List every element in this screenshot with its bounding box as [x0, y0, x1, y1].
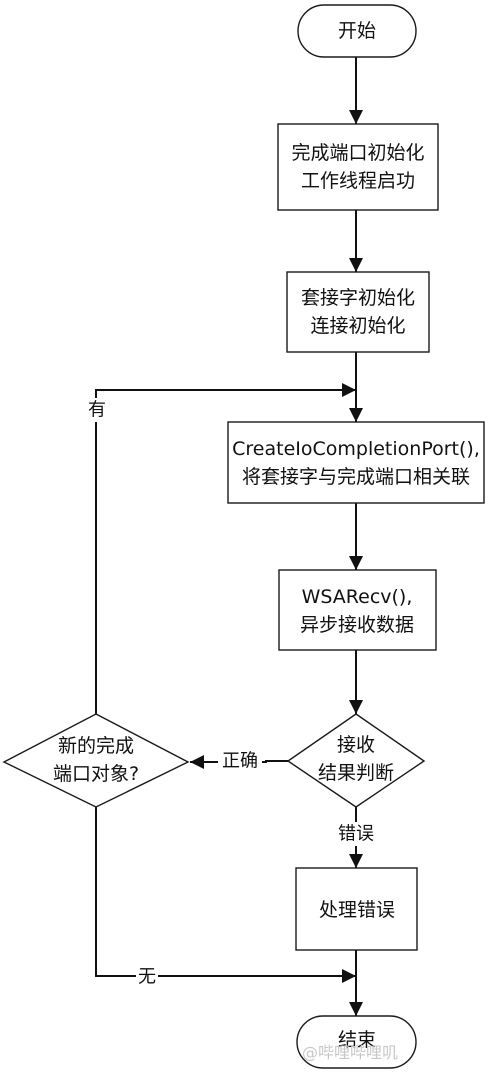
init-port-box	[277, 123, 439, 211]
watermark: @哔哩哔哩叽	[302, 1043, 398, 1062]
edge-label-correct: 正确	[222, 751, 258, 772]
edge-label-error-bg	[334, 822, 378, 846]
create-port-box	[227, 421, 485, 504]
start-label: 开始	[338, 20, 376, 42]
init-socket-label-2: 连接初始化	[310, 315, 405, 337]
new-port-decision	[2, 713, 190, 808]
recv-check-label-1: 接收	[337, 734, 375, 756]
edge-new-port-no-to-end	[95, 807, 356, 983]
init-port-label-1: 完成端口初始化	[291, 142, 424, 164]
edge-label-yes-bg	[86, 398, 108, 422]
handle-error-label: 处理错误	[319, 899, 395, 921]
end-node	[296, 1015, 417, 1069]
new-port-label-2: 端口对象?	[53, 763, 139, 785]
create-port-label-1: CreateIoCompletionPort(),	[232, 438, 480, 460]
recv-check-label-2: 结果判断	[318, 762, 394, 784]
end-label: 结束	[338, 1029, 376, 1051]
init-socket-box	[286, 271, 430, 353]
new-port-label-1: 新的完成	[58, 735, 134, 757]
handle-error-box	[295, 867, 418, 951]
wsarecv-label-1: WSARecv(),	[302, 586, 413, 608]
wsarecv-box	[278, 569, 437, 651]
edge-label-yes: 有	[88, 400, 106, 421]
init-port-label-2: 工作线程启功	[301, 170, 415, 192]
edge-new-port-yes-loop	[95, 383, 356, 714]
recv-check-decision	[286, 713, 426, 808]
wsarecv-label-2: 异步接收数据	[300, 614, 414, 636]
edge-label-correct-bg	[218, 749, 262, 773]
start-node	[297, 4, 417, 58]
init-socket-label-1: 套接字初始化	[301, 287, 415, 309]
edge-label-no-bg	[136, 965, 158, 989]
edge-label-no: 无	[138, 967, 156, 988]
create-port-label-2: 将套接字与完成端口相关联	[242, 466, 470, 488]
edge-label-error: 错误	[338, 824, 374, 845]
